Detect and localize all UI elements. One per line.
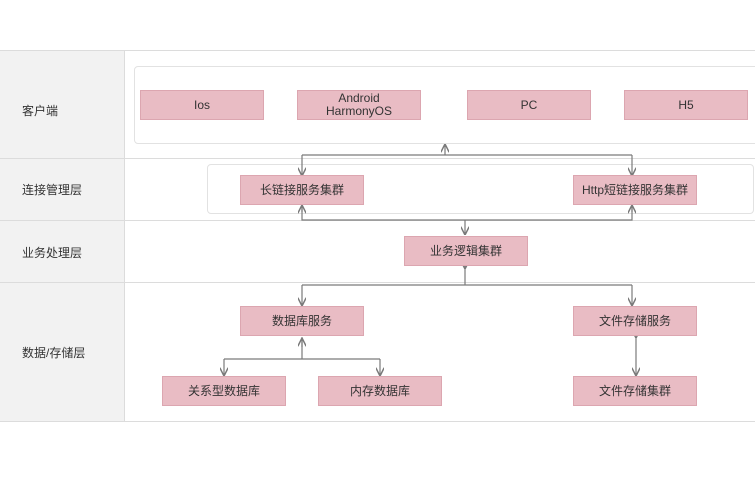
- node-http-short-connection-cluster[interactable]: Http短链接服务集群: [573, 175, 697, 205]
- row-divider-top: [0, 50, 755, 51]
- layer-label-client: 客户端: [22, 104, 59, 118]
- column-divider: [124, 50, 125, 422]
- row-divider-bottom: [0, 421, 755, 422]
- node-h5[interactable]: H5: [624, 90, 748, 120]
- node-database-service[interactable]: 数据库服务: [240, 306, 364, 336]
- row-divider-business: [0, 282, 755, 283]
- node-business-logic-cluster[interactable]: 业务逻辑集群: [404, 236, 528, 266]
- node-ios[interactable]: Ios: [140, 90, 264, 120]
- row-divider-client: [0, 158, 755, 159]
- layer-label-column: [0, 50, 124, 422]
- node-memory-database[interactable]: 内存数据库: [318, 376, 442, 406]
- node-android-harmonyos[interactable]: Android HarmonyOS: [297, 90, 421, 120]
- layer-label-business: 业务处理层: [22, 246, 83, 260]
- node-pc[interactable]: PC: [467, 90, 591, 120]
- layer-label-connection: 连接管理层: [22, 183, 83, 197]
- node-file-storage-cluster[interactable]: 文件存储集群: [573, 376, 697, 406]
- node-file-storage-service[interactable]: 文件存储服务: [573, 306, 697, 336]
- node-long-connection-cluster[interactable]: 长链接服务集群: [240, 175, 364, 205]
- layer-label-storage: 数据/存储层: [22, 346, 86, 360]
- node-relational-database[interactable]: 关系型数据库: [162, 376, 286, 406]
